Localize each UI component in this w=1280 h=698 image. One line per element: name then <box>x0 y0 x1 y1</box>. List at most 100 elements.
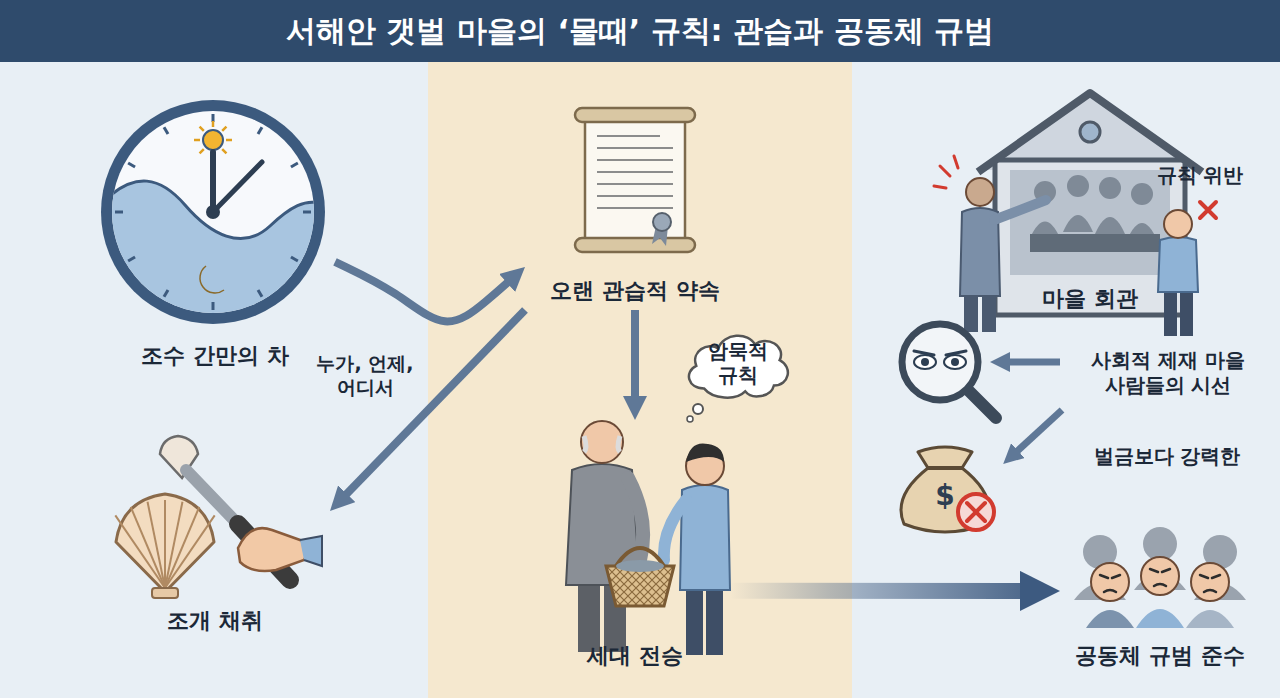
clock-figure: 조수 간만의 차 <box>95 92 335 375</box>
tide-clock <box>222 127 226 131</box>
clam-shell <box>165 507 199 588</box>
flow-arrow <box>730 583 1036 599</box>
magnifier-eyes <box>902 324 996 418</box>
community-crowd <box>1100 575 1120 592</box>
tide-clock <box>226 139 232 142</box>
money-bag <box>901 447 994 532</box>
community-crowd <box>1141 557 1179 595</box>
magnifier-eyes <box>944 355 966 369</box>
clam-shell <box>131 507 165 588</box>
tide-clock <box>128 257 135 261</box>
community-crowd <box>1191 563 1229 601</box>
scroll <box>597 207 673 209</box>
pointing-person <box>934 156 958 188</box>
magnifier-eyes <box>902 324 978 400</box>
sanction-arrows <box>1012 410 1062 456</box>
shell-knife <box>160 436 322 580</box>
village-hall <box>1080 122 1100 142</box>
village-hall <box>1095 217 1125 234</box>
tide-clock <box>222 149 226 153</box>
community-crowd <box>1186 610 1234 628</box>
title-text: 서해안 갯벌 마을의 ‘물때’ 규칙: 관습과 공동체 규범 <box>0 0 1280 62</box>
clam-shell <box>164 500 166 588</box>
scroll <box>597 135 660 137</box>
tide-clock <box>200 149 204 153</box>
community-crowd <box>1086 610 1134 628</box>
scroll-figure: 오랜 관습적 약속 <box>525 95 745 310</box>
elder-figure <box>566 421 643 652</box>
village-hall-box: 마을 회관 <box>990 90 1190 318</box>
clam-shell <box>115 494 214 598</box>
background <box>428 62 852 698</box>
thought-bubbles <box>687 416 693 422</box>
node-label: 조수 간만의 차 <box>141 343 288 369</box>
rule-breaker <box>1164 288 1177 336</box>
village-hall <box>1010 170 1170 275</box>
scroll <box>597 147 673 149</box>
money-bag <box>958 494 994 530</box>
tide-clock <box>206 205 220 219</box>
scroll <box>575 238 695 252</box>
rule-breaker <box>1158 202 1216 336</box>
clam-shell <box>116 494 214 592</box>
tide-clock <box>258 290 262 297</box>
sanction-arrows <box>1002 359 1060 366</box>
tide-clock <box>200 266 224 293</box>
community-figure: 공동체 규범 준수 <box>1060 530 1260 675</box>
tide-clock <box>212 121 215 127</box>
community-crowd <box>1150 569 1170 586</box>
village-hall <box>1067 175 1089 197</box>
money-bag <box>926 466 964 470</box>
node-label: 세대 전승 <box>587 643 683 669</box>
village-hall <box>995 160 1185 315</box>
magnifier-eyes <box>968 390 996 418</box>
shell-knife <box>300 536 322 566</box>
clam-shell <box>115 500 214 588</box>
tide-clock <box>164 290 168 297</box>
community-crowd <box>1136 609 1184 628</box>
shell-knife <box>186 470 236 522</box>
elder-figure <box>581 421 623 463</box>
tide-clock <box>101 100 325 324</box>
tide-clock <box>210 152 216 212</box>
village-hall <box>978 93 1202 315</box>
cloud-outline <box>689 336 788 398</box>
flow-arrow <box>335 262 514 322</box>
tide-clock <box>128 163 135 167</box>
village-hall <box>978 93 1202 172</box>
node-label: 공동체 규범 준수 <box>1075 643 1244 669</box>
pointing-person <box>994 200 1046 220</box>
thought-cloud: 암묵적 규칙 <box>680 325 795 403</box>
node-label: 조개 채취 <box>167 608 263 634</box>
clam-shell <box>148 502 165 588</box>
money-bag <box>967 503 985 521</box>
community-crowd <box>1074 527 1246 600</box>
magnifier-eyes <box>914 355 936 369</box>
community-crowd <box>1100 569 1220 592</box>
community-crowd <box>1143 527 1177 561</box>
generation-figure: 세대 전승 <box>540 420 730 675</box>
village-hall <box>1131 183 1153 205</box>
pointing-person <box>934 156 1046 332</box>
community-crowd <box>1074 527 1246 628</box>
rule-breaker <box>1164 210 1192 238</box>
village-hall <box>1099 177 1121 199</box>
scroll <box>575 108 695 122</box>
magnifier-eyes <box>951 358 959 366</box>
scroll <box>585 118 685 243</box>
village-hall <box>1030 175 1157 240</box>
rule-breaker <box>1158 237 1198 292</box>
child-figure <box>664 500 686 560</box>
shell-knife <box>238 528 307 571</box>
tide-clock <box>212 114 215 122</box>
scroll <box>597 171 673 173</box>
pointing-person <box>964 292 978 332</box>
scroll <box>597 136 673 208</box>
child-figure <box>706 585 723 655</box>
scroll <box>597 195 673 197</box>
tide-clock <box>115 211 123 214</box>
pointing-person <box>982 292 996 332</box>
tide-clock <box>291 257 298 261</box>
background <box>0 0 1280 62</box>
